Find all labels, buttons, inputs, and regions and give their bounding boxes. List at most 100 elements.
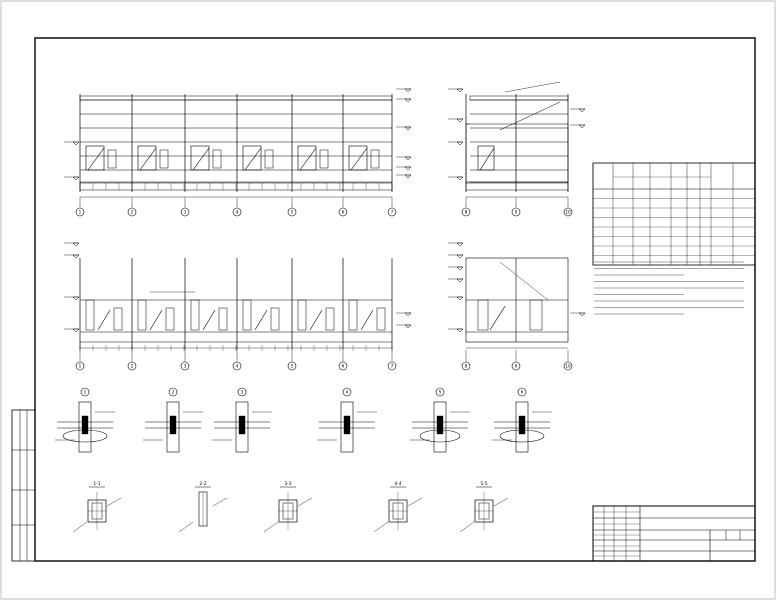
node-marker-4-circle: [342, 387, 352, 397]
wall-panel: [477, 299, 489, 331]
section-leader: [178, 521, 194, 533]
node-marker-3-circle: [237, 387, 247, 397]
window-opening: [85, 145, 105, 171]
node-bracket: [238, 415, 246, 435]
leader-line: [504, 81, 561, 93]
axis-bubble-bottom-right-10-label: 10: [565, 364, 571, 369]
axis-bubble-bottom-2-label: 2: [131, 364, 134, 369]
axis-bubble-bottom-7-label: 7: [391, 364, 394, 369]
parapet-band: [469, 95, 569, 101]
wall-panel: [529, 299, 543, 331]
door-opening: [376, 307, 386, 331]
wall-panel: [85, 299, 95, 331]
axis-bubble-top-7-label: 7: [391, 210, 394, 215]
section-leader: [459, 521, 475, 533]
window-opening: [137, 145, 157, 171]
door-opening: [264, 149, 274, 169]
window-opening: [477, 145, 495, 171]
door-opening: [159, 149, 169, 169]
node-concrete-shape: [62, 429, 108, 443]
node-marker-4-label: 4: [346, 390, 349, 395]
stair-diagonal: [97, 309, 111, 331]
axis-bubble-bottom-1-label: 1: [79, 364, 82, 369]
node-bracket: [169, 415, 177, 435]
title-block: [592, 505, 756, 562]
window-opening: [348, 145, 368, 171]
stair-diagonal: [192, 147, 210, 171]
door-opening: [165, 307, 175, 331]
stair-diagonal: [139, 147, 157, 171]
window-opening: [297, 145, 317, 171]
node-bracket: [518, 415, 526, 435]
axis-bubble-bottom-3-label: 3: [184, 364, 187, 369]
section-leader: [212, 497, 228, 507]
stair-diagonal: [350, 147, 368, 171]
general-notes: [594, 261, 744, 315]
wall-panel: [348, 299, 358, 331]
section-label-2-2: 2-2: [199, 481, 206, 487]
stair-diagonal: [254, 309, 268, 331]
axis-bubble-top-3-label: 3: [184, 210, 187, 215]
stair-diagonal: [244, 147, 262, 171]
door-opening: [325, 307, 335, 331]
window-opening: [242, 145, 262, 171]
door-opening: [113, 307, 123, 331]
door-opening: [218, 307, 228, 331]
window-opening: [190, 145, 210, 171]
node-bracket: [343, 415, 351, 435]
node-column: [515, 401, 529, 453]
node-marker-2-circle: [168, 387, 178, 397]
node-column: [340, 401, 354, 453]
sheet-frame: [34, 37, 756, 562]
roof-slope: [499, 261, 549, 301]
dimension-strip: [465, 182, 569, 191]
door-opening: [212, 149, 222, 169]
stair-diagonal: [87, 147, 105, 171]
wall-panel: [137, 299, 147, 331]
door-opening: [107, 149, 117, 169]
door-opening: [370, 149, 380, 169]
node-marker-1-label: 1: [84, 390, 87, 395]
axis-bubble-top-2-label: 2: [131, 210, 134, 215]
axis-bubble-bottom-right-9-label: 9: [515, 364, 518, 369]
door-opening: [270, 307, 280, 331]
stair-diagonal: [309, 309, 323, 331]
axis-bubble-top-5-label: 5: [291, 210, 294, 215]
node-bracket: [436, 415, 444, 435]
node-column: [166, 401, 180, 453]
node-marker-2-label: 2: [172, 390, 175, 395]
stair-diagonal: [479, 147, 495, 171]
section-leader: [72, 521, 88, 533]
section-label-3-3: 3-3: [284, 481, 291, 487]
wall-panel: [297, 299, 307, 331]
building-outline: [465, 123, 569, 183]
section-label-5-5: 5-5: [480, 481, 487, 487]
roof-slope: [499, 101, 561, 131]
section-label-4-4: 4-4: [394, 481, 401, 487]
section-leader: [263, 521, 279, 533]
stair-diagonal: [149, 309, 163, 331]
node-marker-3-label: 3: [241, 390, 244, 395]
stair-diagonal: [202, 309, 216, 331]
node-column: [78, 401, 92, 453]
node-concrete-shape: [499, 429, 545, 443]
axis-bubble-bottom-5-label: 5: [291, 364, 294, 369]
stair-diagonal: [299, 147, 317, 171]
node-marker-5-label: 5: [439, 390, 442, 395]
elements-table: [592, 162, 756, 266]
section-leader: [493, 497, 509, 507]
axis-bubble-top-right-8-label: 8: [465, 210, 468, 215]
node-concrete-shape: [419, 429, 461, 443]
axis-bubble-top-4-label: 4: [236, 210, 239, 215]
axis-bubble-top-right-9-label: 9: [515, 210, 518, 215]
left-stamp-strip: [11, 409, 36, 562]
section-leader: [297, 497, 313, 507]
wall-panel: [190, 299, 200, 331]
axis-bubble-bottom-4-label: 4: [236, 364, 239, 369]
